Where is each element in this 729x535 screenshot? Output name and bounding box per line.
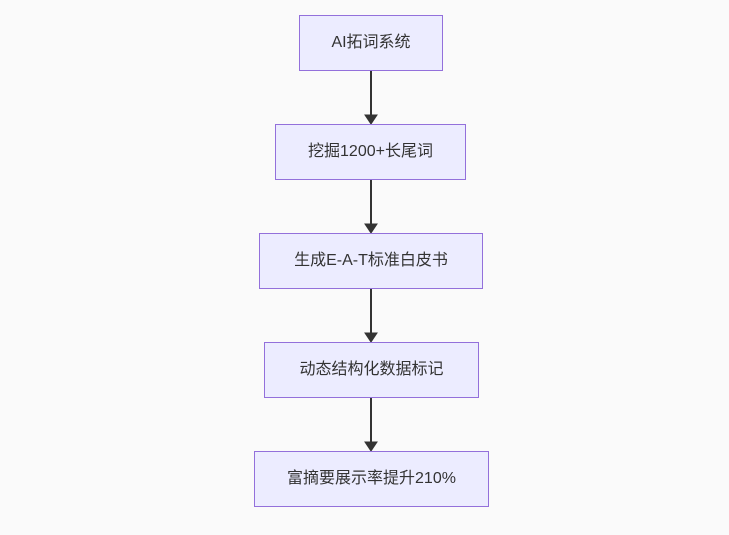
node-label-step-3: 生成E-A-T标准白皮书 xyxy=(294,252,448,270)
node-label-step-1: AI拓词系统 xyxy=(331,34,411,52)
flowchart-node-step-1: AI拓词系统 xyxy=(299,15,443,71)
arrow-down-icon xyxy=(364,398,378,451)
flowchart-node-step-5: 富摘要展示率提升210% xyxy=(254,451,489,507)
flowchart-node-step-3: 生成E-A-T标准白皮书 xyxy=(259,233,483,289)
arrow-down-icon xyxy=(364,289,378,342)
flowchart-node-step-2: 挖掘1200+长尾词 xyxy=(275,124,466,180)
node-label-step-4: 动态结构化数据标记 xyxy=(299,361,444,379)
arrow-down-icon xyxy=(364,180,378,233)
node-label-step-2: 挖掘1200+长尾词 xyxy=(308,143,433,161)
node-label-step-5: 富摘要展示率提升210% xyxy=(287,470,456,488)
arrow-down-icon xyxy=(364,71,378,124)
flowchart-node-step-4: 动态结构化数据标记 xyxy=(264,342,479,398)
